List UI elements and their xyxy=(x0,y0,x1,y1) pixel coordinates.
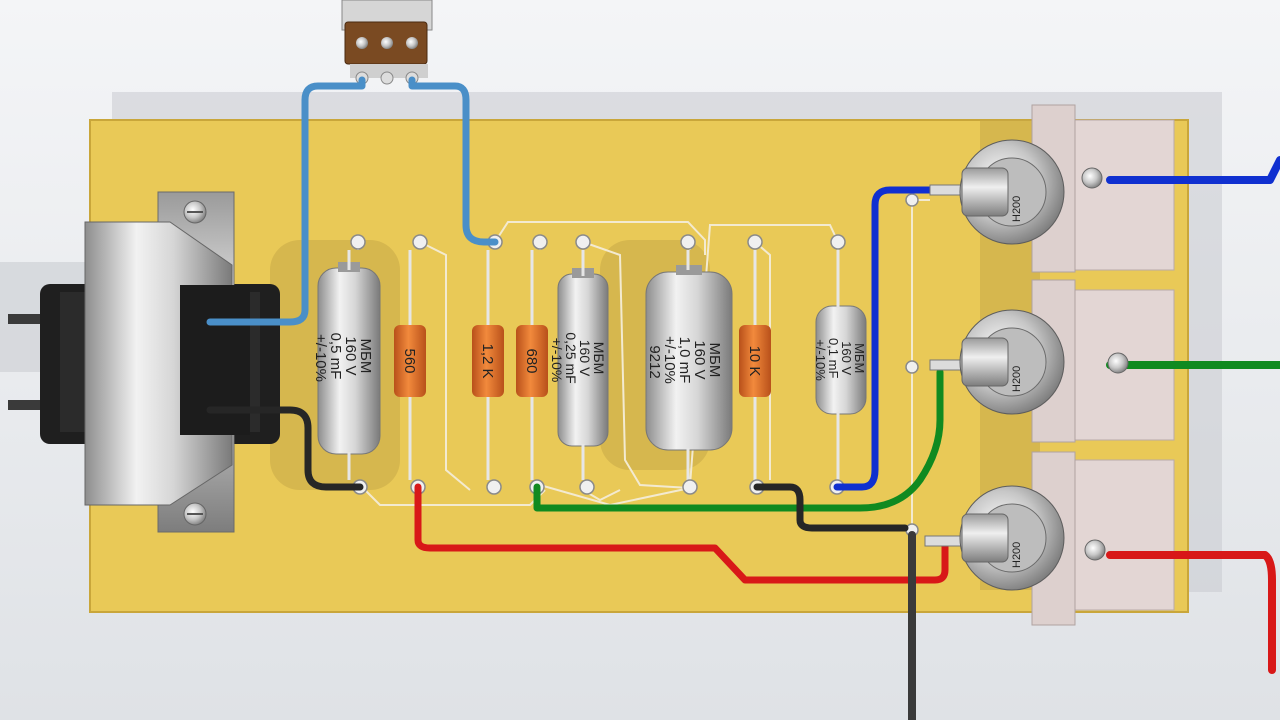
capacitor-label-line: МБМ xyxy=(852,343,867,373)
capacitor-label-line: +/-10% xyxy=(312,334,329,382)
black-wire-transformer xyxy=(206,406,364,491)
pot-wire-right xyxy=(408,76,499,246)
jack1-out-wire xyxy=(1106,156,1280,184)
screw-icon xyxy=(1107,352,1129,374)
jack-j2: H200 xyxy=(929,309,1129,415)
capacitor-label-line: 0,5 mF xyxy=(327,333,344,380)
capacitor-label-line: +/-10% xyxy=(549,338,565,383)
capacitor-label-line: МБМ xyxy=(591,342,607,375)
capacitor-c1: МБМ 160 V 0,5 mF +/-10% xyxy=(312,262,381,455)
capacitor-label-line: 160 V xyxy=(691,340,708,379)
capacitor-label-line: 160 V xyxy=(839,341,854,375)
red-wire xyxy=(414,483,949,584)
jack-j1: H200 xyxy=(929,139,1103,245)
capacitor-label-line: 0,25 mF xyxy=(563,332,579,383)
capacitor-c4: МБМ 160 V 0,1 mF +/-10% xyxy=(813,305,867,415)
pot-wire-left xyxy=(206,76,366,326)
capacitor-c2: МБМ 160 V 0,25 mF +/-10% xyxy=(549,268,609,447)
green-wire xyxy=(533,368,944,512)
capacitor-label-line: +/-10% xyxy=(661,336,678,384)
screw-icon xyxy=(1081,167,1103,189)
svg-text:МБМ 160 V 0,5 mF: МБМ 160 V 0,5 mF +/-10% xyxy=(312,333,374,384)
capacitor-label-line: +/-10% xyxy=(813,339,828,381)
resistor-label: 680 xyxy=(523,348,540,373)
svg-text:МБМ 160 V 0,1 mF: МБМ 160 V 0,1 mF +/-10% xyxy=(813,338,867,382)
svg-text:МБМ 160 V 1,0 mF: МБМ 160 V 1,0 mF +/-10% 9212 xyxy=(646,336,723,388)
jack-label: H200 xyxy=(1011,196,1023,222)
capacitor-label-line: 160 V xyxy=(577,340,593,377)
capacitor-label-line: 160 V xyxy=(342,336,359,375)
capacitor-label-line: 9212 xyxy=(646,345,663,378)
potentiometer xyxy=(341,0,433,85)
capacitor-label-line: 0,1 mF xyxy=(826,338,841,379)
resistor-r4: 10 K xyxy=(739,325,771,397)
wires xyxy=(206,76,1280,720)
jack-label: H200 xyxy=(1011,542,1023,568)
screw-icon xyxy=(1084,539,1106,561)
svg-text:МБМ 160 V 0,25 mF: МБМ 160 V 0,25 mF +/-10% xyxy=(549,332,607,387)
blue-wire xyxy=(833,186,939,491)
capacitor-c3: МБМ 160 V 1,0 mF +/-10% 9212 xyxy=(645,265,733,451)
jack3-out-wire xyxy=(1106,551,1276,674)
capacitor-label-line: МБМ xyxy=(706,342,723,377)
resistor-label: 560 xyxy=(401,348,418,373)
black-wire-ground xyxy=(753,483,909,532)
resistor-r3: 680 xyxy=(516,325,548,397)
resistor-r1: 560 xyxy=(394,325,426,397)
resistor-r2: 1,2 K xyxy=(472,325,504,397)
capacitor-label-line: МБМ xyxy=(357,338,374,373)
jack-label: H200 xyxy=(1011,366,1023,392)
capacitor-label-line: 1,0 mF xyxy=(676,337,693,384)
resistor-label: 10 K xyxy=(746,346,763,377)
jack-j3: H200 xyxy=(924,485,1106,591)
resistor-label: 1,2 K xyxy=(479,343,496,378)
